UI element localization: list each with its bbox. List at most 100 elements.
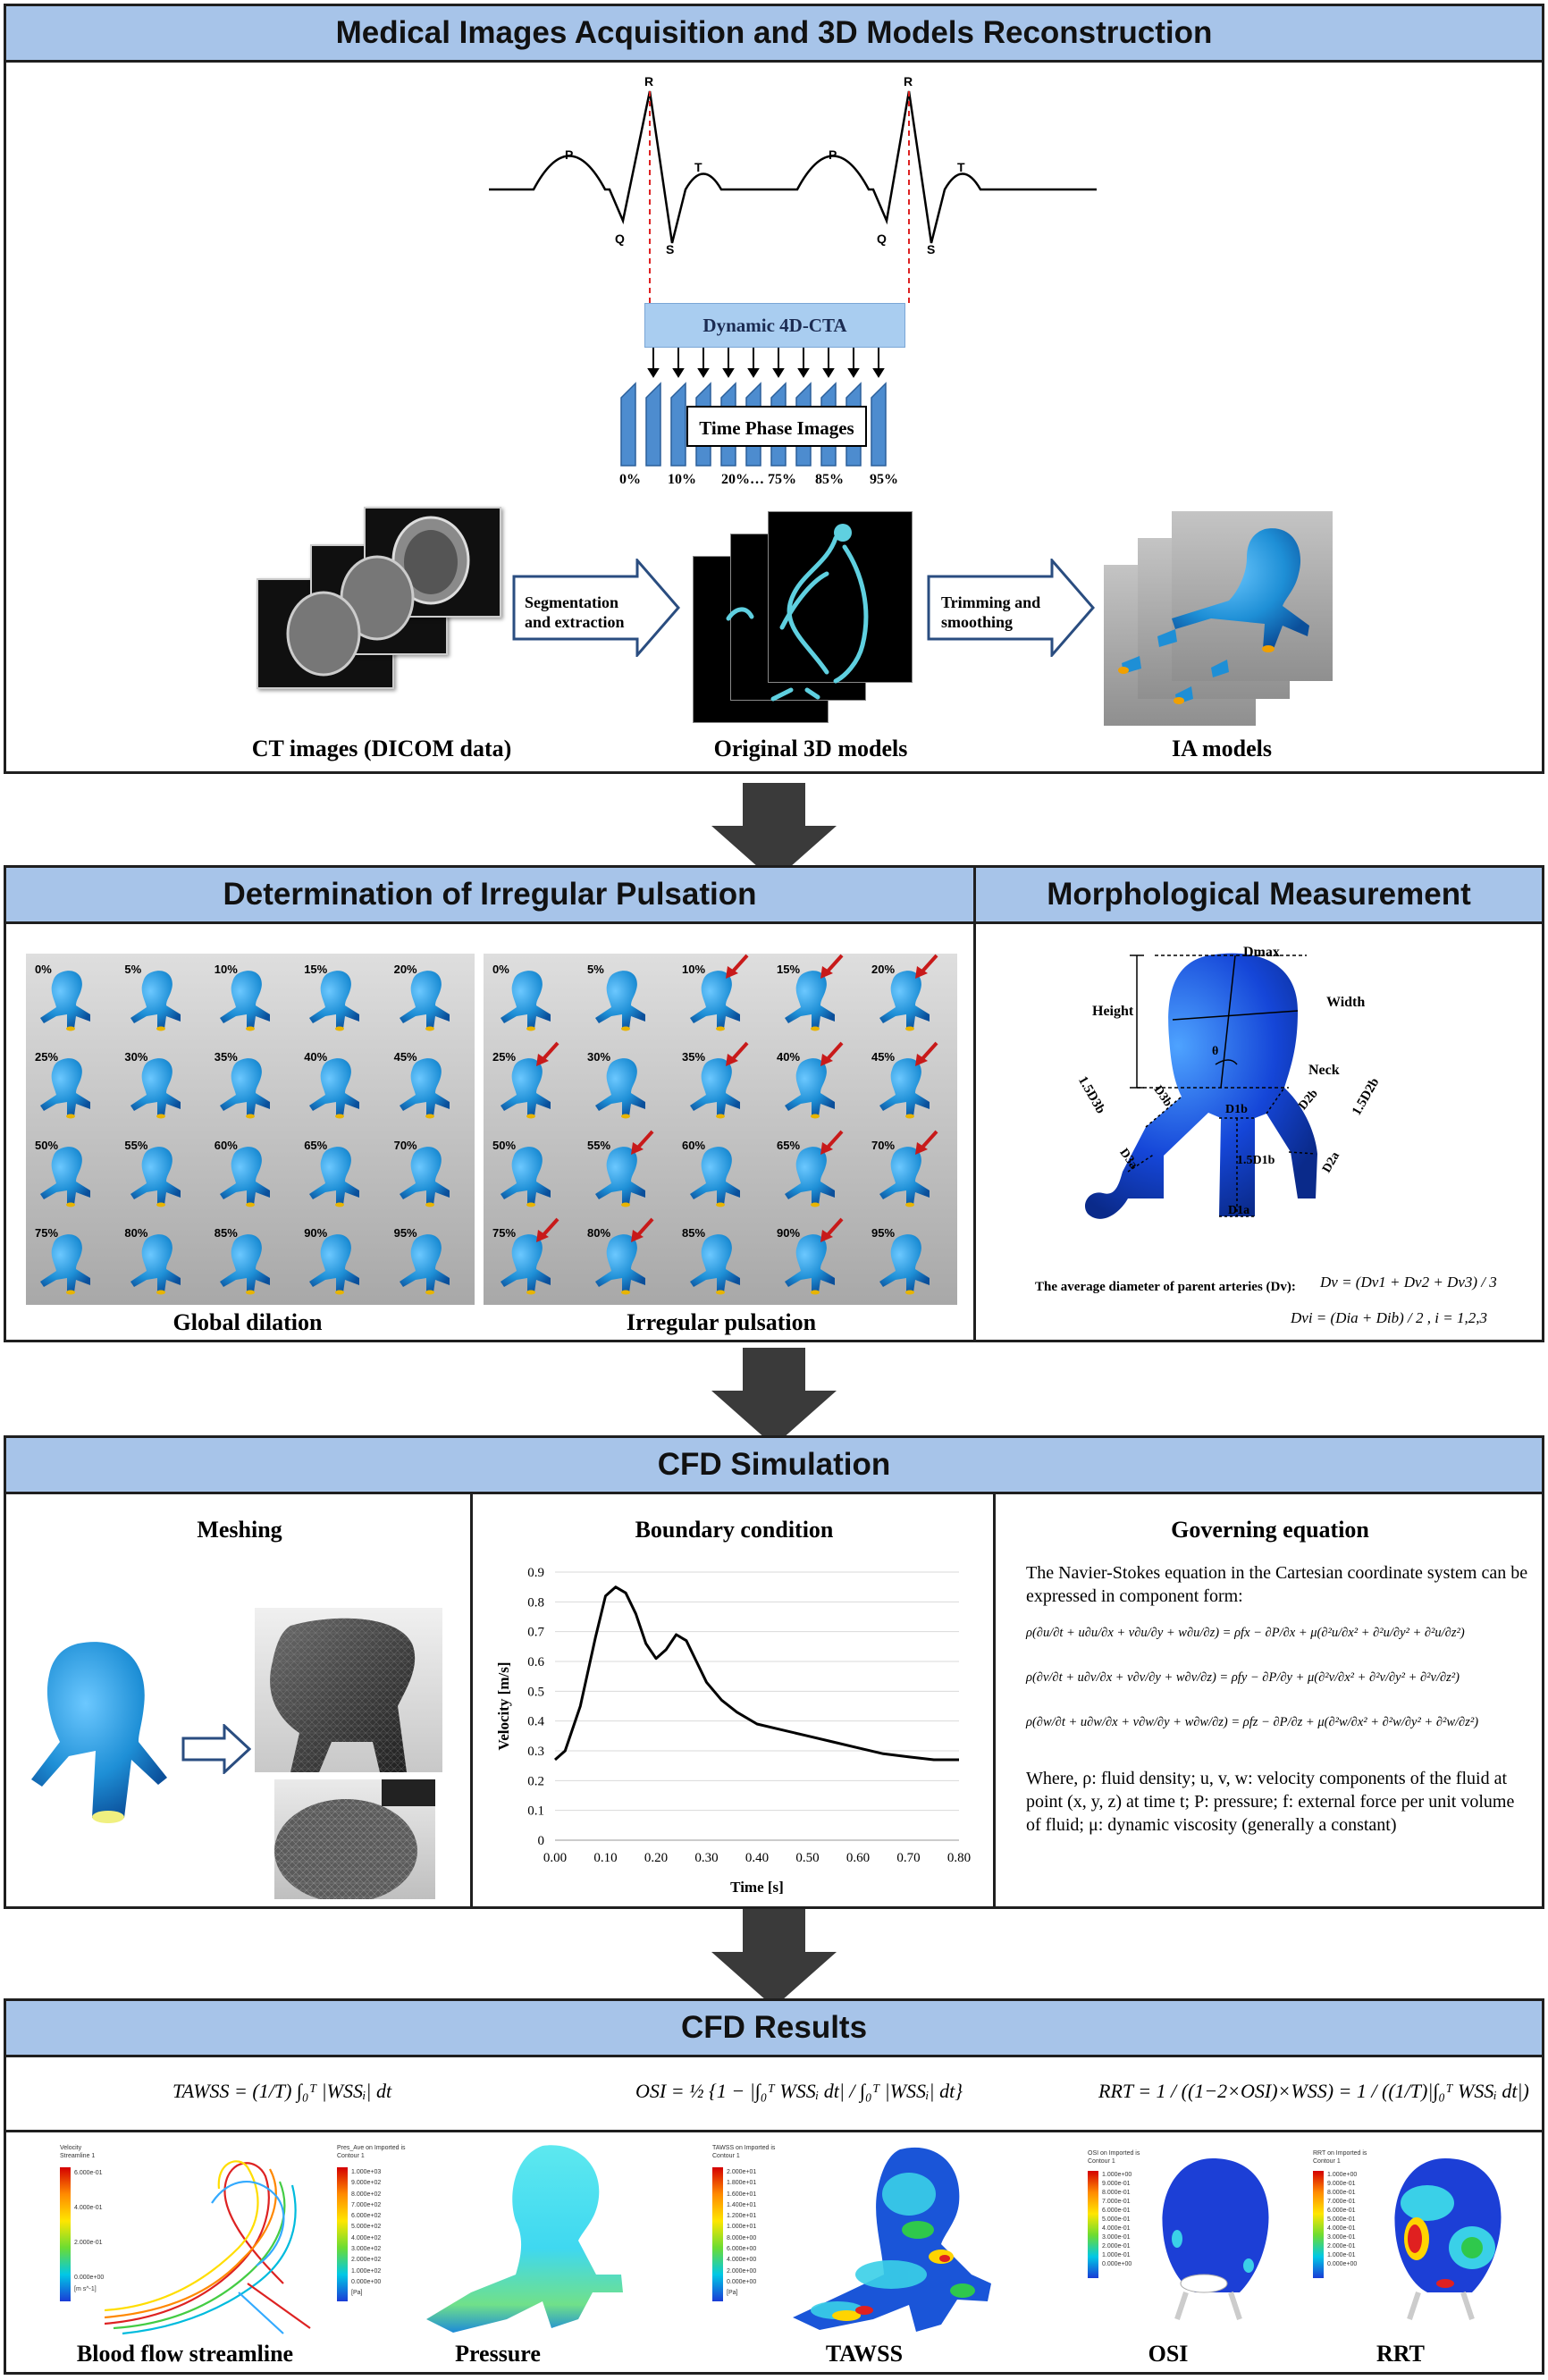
result-osi: OSI on Imported is Contour 1 1.000e+00 9… — [1079, 2140, 1302, 2337]
legend-rrt-values: 1.000e+00 9.000e-01 8.000e-01 7.000e-01 … — [1327, 2172, 1358, 2267]
phase-label: 10% — [214, 963, 238, 976]
legend-pressure-title: Pres_Ave on Imported is Contour 1 — [337, 2145, 406, 2159]
ecg-label-t2: T — [957, 160, 965, 174]
phase-label: 20% — [393, 963, 417, 976]
phase-label: 70% — [871, 1138, 896, 1152]
phase-percent-0: 0% — [619, 472, 641, 487]
section-morphology-title: Morphological Measurement — [976, 868, 1542, 924]
label-height: Height — [1092, 1004, 1134, 1019]
ia-thumbnail — [690, 1233, 740, 1295]
phase-label: 70% — [393, 1138, 417, 1152]
section-morphology: Morphological Measurement Dmax Height Wi… — [973, 865, 1544, 1342]
x-tick-label: 0.30 — [694, 1851, 718, 1865]
x-tick-label: 0.70 — [896, 1851, 920, 1865]
red-arrow-icon — [820, 1217, 844, 1242]
phase-label: 0% — [492, 963, 509, 976]
phase-label: 5% — [587, 963, 604, 976]
y-tick-label: 0.2 — [527, 1774, 544, 1788]
y-tick-label: 0.4 — [527, 1715, 544, 1729]
red-arrow-icon — [631, 1130, 654, 1155]
phase-cell: 75% — [26, 1217, 115, 1305]
phase-label: 30% — [587, 1050, 611, 1064]
caption-global-dilation: Global dilation — [172, 1309, 323, 1335]
ns-equation-y: ρ(∂v/∂t + u∂v/∂x + v∂v/∂y + w∂v/∂z) = ρf… — [1026, 1670, 1460, 1685]
caption-ia-models: IA models — [1172, 736, 1272, 761]
phase-label: 85% — [214, 1225, 238, 1240]
ia-thumbnail — [690, 1146, 740, 1207]
legend-osi-title: OSI on Imported is Contour 1 — [1088, 2150, 1140, 2165]
governing-title: Governing equation — [1171, 1517, 1369, 1543]
flow-arrow-3 — [711, 1909, 837, 2007]
x-tick-label: 0.60 — [846, 1851, 870, 1865]
phase-cell: 25% — [26, 1041, 115, 1129]
ia-thumbnail — [309, 971, 360, 1031]
label-theta: θ — [1212, 1045, 1219, 1058]
y-tick-label: 0.3 — [527, 1745, 544, 1759]
time-phase-label: Time Phase Images — [699, 417, 854, 439]
red-arrow-icon — [536, 1217, 559, 1242]
mesh-detail-bottom — [274, 1779, 435, 1903]
legend-tawss-title: TAWSS on Imported is Contour 1 — [712, 2145, 776, 2159]
ia-thumbnail — [595, 971, 645, 1031]
phase-percent-95: 95% — [870, 472, 898, 487]
y-tick-label: 0.8 — [527, 1595, 544, 1610]
y-tick-label: 0.5 — [527, 1685, 544, 1699]
original-3d-models — [693, 511, 916, 730]
legend-rrt-title: RRT on Imported is Contour 1 — [1313, 2150, 1367, 2165]
phase-cell: 5% — [115, 954, 205, 1041]
ia-thumbnail — [399, 971, 450, 1031]
phase-label: 40% — [304, 1050, 328, 1064]
phase-cell: 75% — [484, 1217, 578, 1305]
eq-rrt: RRT = 1 / ((1−2×OSI)×WSS) = 1 / ((1/T)|∫… — [1098, 2080, 1529, 2102]
phase-cell: 30% — [115, 1041, 205, 1129]
red-arrow-icon — [726, 954, 749, 979]
legend-tawss-values: 2.000e+01 1.800e+01 1.600e+01 1.400e+01 … — [727, 2169, 757, 2297]
phase-label: 15% — [777, 963, 801, 976]
ia-thumbnail — [399, 1146, 450, 1207]
phase-cell: 45% — [385, 1041, 475, 1129]
phase-label: 90% — [304, 1225, 328, 1240]
phase-label: 45% — [871, 1050, 896, 1064]
y-tick-label: 0.6 — [527, 1655, 544, 1669]
phase-label: 75% — [492, 1225, 517, 1240]
phase-label: 55% — [124, 1138, 148, 1152]
caption-original-3d: Original 3D models — [713, 736, 908, 761]
x-tick-label: 0.50 — [795, 1851, 819, 1865]
ia-thumbnail — [501, 1146, 551, 1207]
ia-thumbnail — [40, 1146, 91, 1207]
phase-label: 95% — [871, 1225, 896, 1240]
phase-cell: 40% — [768, 1041, 862, 1129]
phase-label: 15% — [304, 963, 328, 976]
phase-cell: 45% — [862, 1041, 957, 1129]
y-tick-label: 0.1 — [527, 1804, 544, 1819]
phase-cell: 50% — [484, 1130, 578, 1217]
phase-label: 75% — [35, 1225, 59, 1240]
caption-irregular-pulsation: Irregular pulsation — [626, 1309, 817, 1335]
results-equation-row: TAWSS = (1/T) ∫₀ᵀ |WSSᵢ| dt OSI = ½ {1 −… — [6, 2055, 1542, 2132]
red-arrow-icon — [536, 1041, 559, 1067]
trimming-arrow — [927, 559, 1095, 657]
phase-label: 90% — [777, 1225, 801, 1240]
ia-thumbnail — [309, 1146, 360, 1207]
red-arrow-icon — [820, 1041, 844, 1067]
caption-rrt: RRT — [1376, 2341, 1425, 2367]
section-pulsation: Determination of Irregular Pulsation 0%5… — [4, 865, 976, 1342]
ia-models-stack — [1104, 511, 1345, 730]
x-tick-label: 0.00 — [543, 1851, 567, 1865]
irregular-pulsation-grid: 0%5%10%15%20%25%30%35%40%45%50%55%60%65%… — [484, 954, 957, 1305]
red-arrow-icon — [631, 1217, 654, 1242]
mesh-arrow — [181, 1724, 251, 1774]
trimming-label: Trimming and smoothing — [941, 593, 1041, 631]
red-arrow-icon — [915, 1041, 938, 1067]
phase-label: 65% — [304, 1138, 328, 1152]
legend-osi-values: 1.000e+00 9.000e-01 8.000e-01 7.000e-01 … — [1102, 2172, 1132, 2267]
governing-panel: Governing equation The Navier-Stokes equ… — [996, 1492, 1544, 1906]
eq-dvi: Dvi = (Dia + Dib) / 2 , i = 1,2,3 — [1291, 1309, 1487, 1326]
phase-cell: 80% — [578, 1217, 673, 1305]
dynamic-4d-cta-label: Dynamic 4D-CTA — [702, 314, 847, 336]
section-cfd-results-title: CFD Results — [6, 2001, 1542, 2057]
phase-label: 45% — [393, 1050, 417, 1064]
label-15d1b: 1.5D1b — [1237, 1154, 1275, 1167]
caption-osi: OSI — [1148, 2341, 1189, 2367]
